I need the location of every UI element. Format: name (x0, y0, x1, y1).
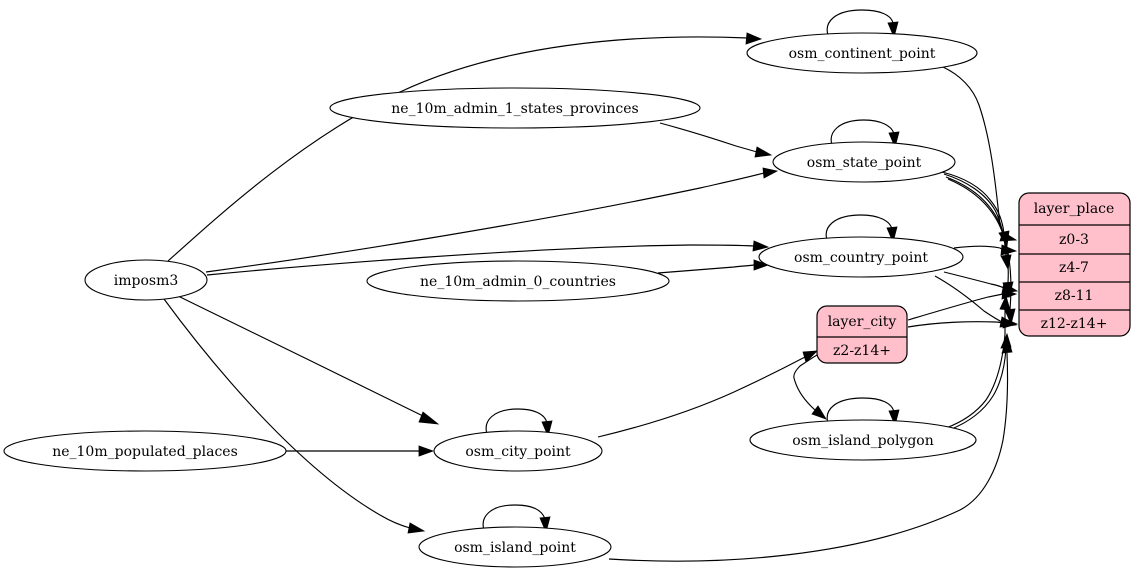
edge-osm_city_point-to-layer_city-z2-z14 (597, 350, 819, 438)
record-row-layer_place-title: layer_place (1034, 201, 1115, 217)
node-label-osm_country_point: osm_country_point (794, 250, 928, 266)
edge-osm_island_polygon-to-layer_place-z12-z14 (948, 332, 1012, 431)
records-layer: layer_place z0-3 z4-7 z8-11 z12-z14+ lay… (816, 192, 1131, 364)
edge-imposm3-to-osm_state_point (205, 167, 779, 273)
edge-imposm3-to-osm_island_point (163, 298, 426, 534)
record-row-layer_city-z2-z14[interactable]: z2-z14+ (833, 343, 891, 359)
node-osm_continent_point[interactable]: osm_continent_point (746, 32, 978, 74)
node-osm_island_point[interactable]: osm_island_point (418, 526, 612, 568)
node-ne_10m_admin_1_states_provinces[interactable]: ne_10m_admin_1_states_provinces (329, 87, 701, 129)
edge-layer_city-to-osm_island_polygon (793, 354, 827, 420)
node-label-osm_island_polygon: osm_island_polygon (792, 433, 934, 449)
nodes-layer: imposm3 ne_10m_admin_1_states_provinces … (3, 32, 978, 568)
edge-osm_island_point-to-layer_place-z12-z14 (608, 337, 1013, 562)
edge-ne_10m_admin_0_countries-to-osm_country_point (657, 259, 770, 274)
node-osm_island_polygon[interactable]: osm_island_polygon (749, 419, 977, 461)
node-ne_10m_populated_places[interactable]: ne_10m_populated_places (3, 430, 287, 472)
edges-layer (163, 9, 1019, 562)
node-label-ne_10m_populated_places: ne_10m_populated_places (52, 444, 238, 460)
edge-self-osm_island_polygon (826, 397, 900, 427)
edge-imposm3-to-osm_continent_point (167, 32, 763, 262)
edge-imposm3-to-osm_country_point (206, 240, 770, 276)
node-label-ne_10m_admin_1_states_provinces: ne_10m_admin_1_states_provinces (391, 101, 638, 117)
edge-self-osm_state_point (830, 119, 900, 149)
record-row-layer_place-z0-3[interactable]: z0-3 (1059, 232, 1089, 248)
edge-self-osm_continent_point (826, 9, 899, 39)
edge-osm_continent_point-to-layer_place-z0-3 (942, 66, 1018, 242)
record-row-layer_place-z8-11[interactable]: z8-11 (1055, 288, 1094, 304)
record-layer_city[interactable]: layer_city z2-z14+ (816, 305, 908, 364)
edge-layer_city-to-layer_place-z8-11 (907, 288, 1018, 321)
edge-layer_city-to-layer_place-z12-z14 (907, 317, 1019, 329)
node-ne_10m_admin_0_countries[interactable]: ne_10m_admin_0_countries (366, 260, 670, 302)
edge-self-osm_country_point (825, 214, 898, 244)
edge-osm_country_point-to-layer_place-z4-7 (953, 244, 1018, 256)
edge-osm_island_polygon-to-layer_place-z8-11 (945, 294, 1011, 429)
record-row-layer_place-z4-7[interactable]: z4-7 (1059, 260, 1089, 276)
node-osm_city_point[interactable]: osm_city_point (433, 430, 603, 472)
node-label-imposm3: imposm3 (114, 273, 179, 289)
node-imposm3[interactable]: imposm3 (84, 259, 208, 301)
node-label-osm_city_point: osm_city_point (465, 444, 571, 460)
node-label-osm_state_point: osm_state_point (807, 155, 922, 171)
edge-osm_state_point-to-layer_place-z0-3 (941, 171, 1010, 248)
node-osm_country_point[interactable]: osm_country_point (758, 236, 964, 278)
record-layer_place[interactable]: layer_place z0-3 z4-7 z8-11 z12-z14+ (1018, 192, 1131, 337)
node-label-ne_10m_admin_0_countries: ne_10m_admin_0_countries (420, 274, 616, 290)
record-row-layer_place-z12-z14[interactable]: z12-z14+ (1041, 316, 1108, 332)
edge-self-osm_city_point (485, 408, 553, 438)
node-osm_state_point[interactable]: osm_state_point (772, 141, 956, 183)
record-row-layer_city-title: layer_city (828, 314, 897, 330)
edge-imposm3-to-osm_city_point (177, 295, 440, 425)
edge-ne_10m_admin_1_states_provinces-to-osm_state_point (659, 122, 773, 158)
node-label-osm_continent_point: osm_continent_point (789, 46, 936, 62)
edge-self-osm_island_point (482, 504, 551, 534)
edge-ne_10m_populated_places-to-osm_city_point (286, 445, 435, 457)
node-label-osm_island_point: osm_island_point (454, 540, 576, 556)
